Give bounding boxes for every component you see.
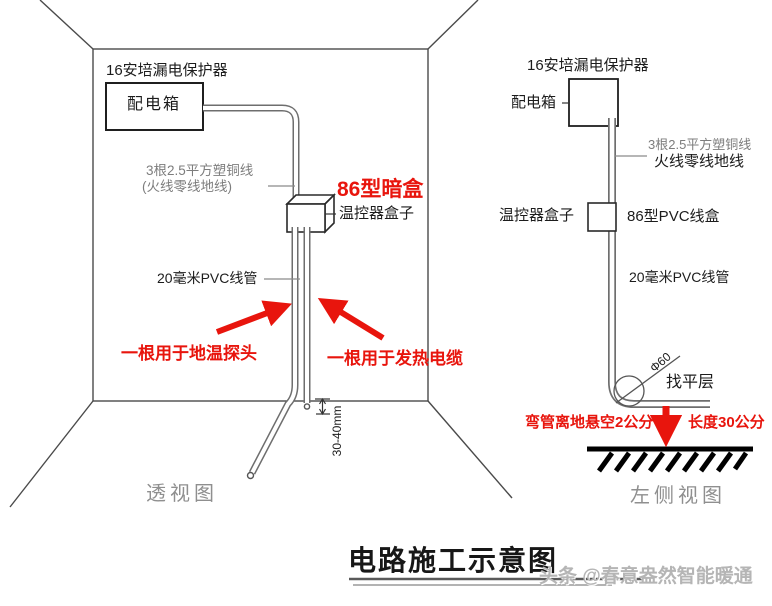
- probe-pipe: [246, 227, 299, 480]
- floor-gap-dimension: [315, 397, 330, 416]
- wires-label-right-line2: 火线零线地线: [654, 153, 745, 170]
- pvc-conduit-label-right: 20毫米PVC线管: [629, 269, 730, 285]
- breaker-label-right: 16安培漏电保护器: [527, 57, 649, 74]
- watermark: 头条 @春意盎然智能暖通: [539, 566, 753, 587]
- room-outline: [9, 0, 513, 508]
- distribution-box-right: [562, 78, 619, 127]
- wires-label-left-line1: 3根2.5平方塑铜线: [146, 163, 254, 178]
- perspective-view-caption: 透视图: [146, 483, 218, 505]
- bend-note-label: 弯管离地悬空2公分: [525, 414, 654, 431]
- feed-conduit-left: [203, 104, 300, 203]
- junction-box-right: [587, 202, 617, 232]
- wires-label-left-line2: (火线零线地线): [142, 179, 232, 194]
- length-note-label: 长度30公分: [688, 414, 765, 431]
- distribution-box-label-right: 配电箱: [511, 94, 557, 111]
- floor-gap-dimension-label: 30-40mm: [330, 405, 345, 457]
- side-view-conduit: [608, 118, 710, 408]
- title-underline: [349, 577, 643, 586]
- red-arrow-cable: [317, 297, 385, 341]
- diameter-leader: [615, 355, 681, 404]
- junction-box-label-right: 86型PVC线盒: [627, 208, 720, 225]
- thermostat-box-label-right: 温控器盒子: [499, 207, 575, 224]
- cable-pipe: [303, 227, 311, 410]
- thermostat-box-label-left: 温控器盒子: [339, 205, 415, 222]
- junction-box-highlight-label: 86型暗盒: [337, 178, 424, 201]
- bend-circle: [613, 355, 681, 407]
- distribution-box-label-left: 配电箱: [127, 96, 182, 113]
- wires-label-right-line1: 3根2.5平方塑铜线: [648, 137, 752, 152]
- ground-hatching: [587, 446, 753, 473]
- page-title: 电路施工示意图: [348, 545, 559, 576]
- leader-lines-left: [264, 185, 336, 280]
- cable-note-label: 一根用于发热电缆: [327, 349, 463, 368]
- side-view-caption: 左侧视图: [630, 485, 726, 507]
- breaker-label-left: 16安培漏电保护器: [106, 62, 228, 79]
- red-arrow-probe: [215, 300, 292, 335]
- probe-note-label: 一根用于地温探头: [121, 344, 257, 363]
- leveling-layer-label: 找平层: [666, 374, 715, 391]
- junction-box-cube: [285, 193, 336, 234]
- pvc-conduit-label-left: 20毫米PVC线管: [157, 270, 258, 286]
